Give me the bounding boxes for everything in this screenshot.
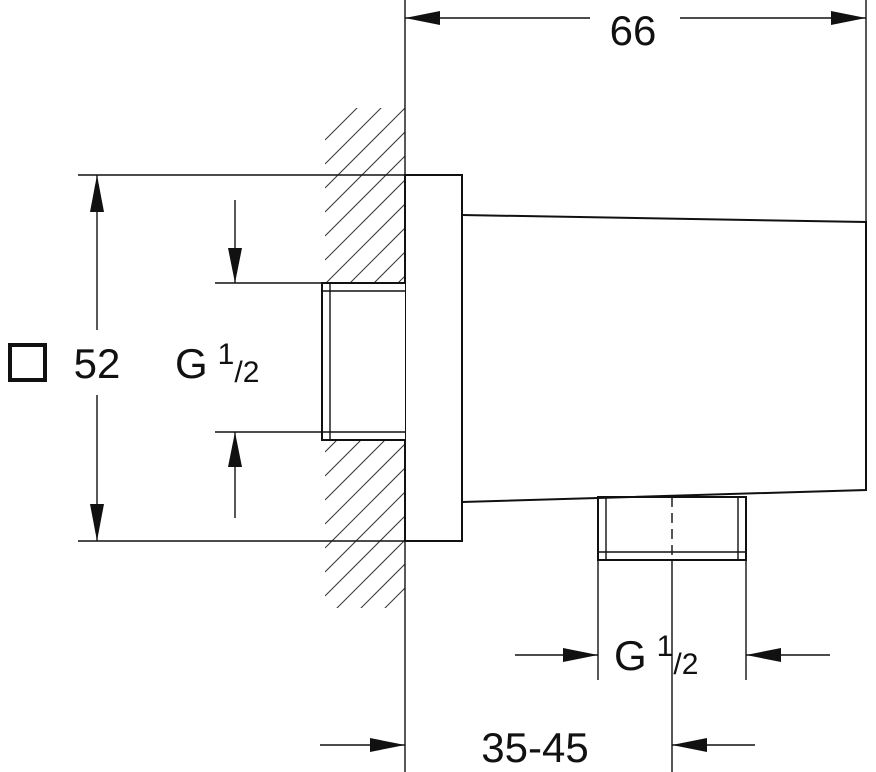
hatch-line [325,108,358,141]
hatch-line [325,443,405,525]
hatch-line [336,539,405,608]
dimension-label-52: 52 [74,340,121,387]
hatch-line [325,203,405,285]
hatch-line [325,491,405,573]
dimension-66: 66 [405,7,866,54]
inlet-thread [321,282,405,441]
hatch-line [325,108,405,189]
dimension-35-45: 35-45 [320,560,755,772]
outlet-nipple [597,496,747,561]
dimension-label-66: 66 [610,7,657,54]
hatch-line [384,587,405,608]
dimension-label-35-45: 35-45 [481,724,588,771]
hatch-line [325,467,405,549]
hatch-line [360,563,405,608]
hatch-line [325,684,405,764]
square-section-icon [8,343,47,382]
hatch-line [325,515,405,597]
hatch-line [325,155,405,237]
dimension-52: 52 [8,174,405,542]
wall-flange [404,174,463,542]
hatch-line [325,612,405,692]
hatch-line [325,131,405,213]
hatch-line [325,108,382,165]
outlet-body [461,214,867,503]
hatch-line [325,179,405,261]
hatch-line [325,636,405,716]
hatch-line [325,660,405,740]
